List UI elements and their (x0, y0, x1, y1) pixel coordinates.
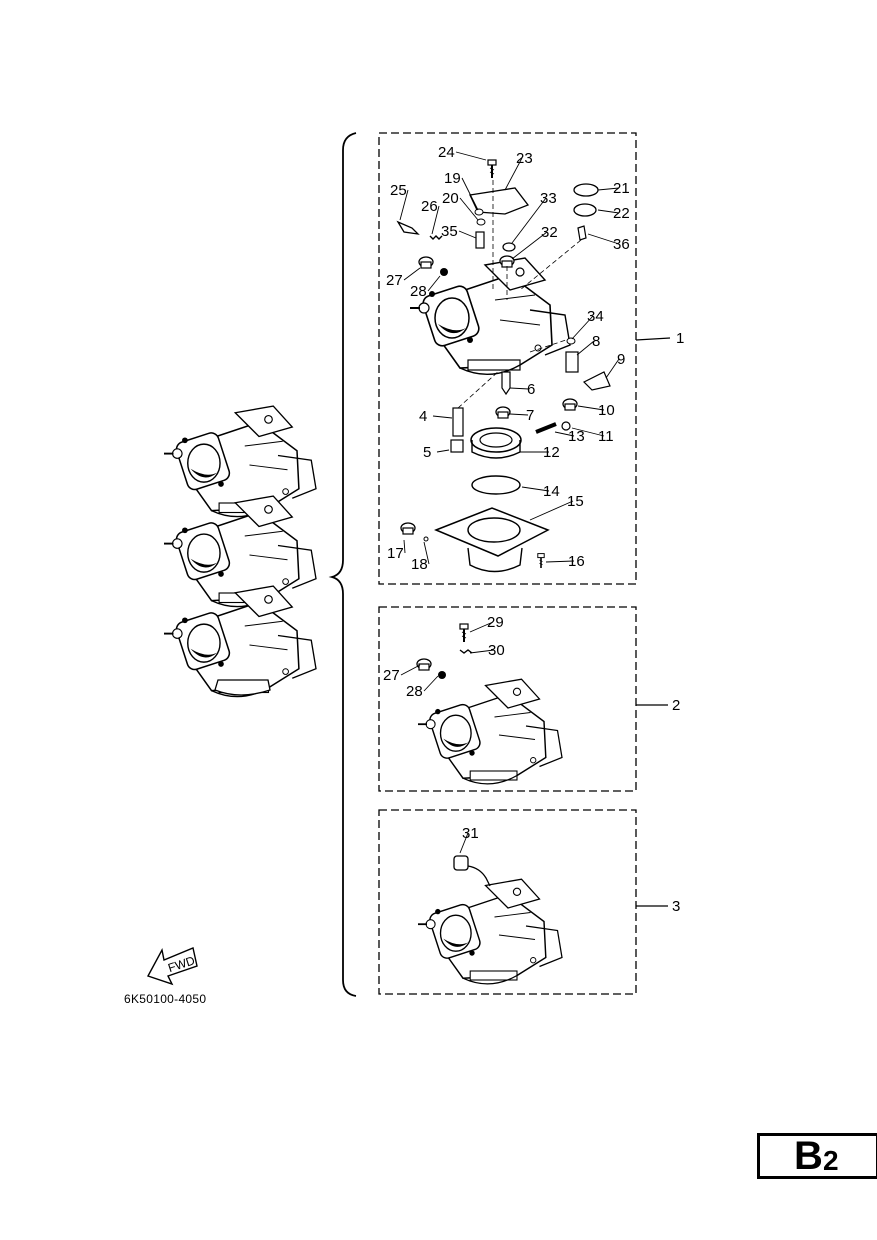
panel-1-callout-4: 4 (419, 408, 427, 425)
panel-1-leader-15 (529, 500, 574, 521)
panel-1-leader-14 (521, 486, 550, 492)
panel-1-leader-33 (511, 197, 547, 244)
panel-1-callout-32: 32 (541, 224, 558, 241)
panel-1-leader-5 (436, 449, 450, 453)
panel-1-frame (378, 132, 637, 585)
carburetor-stack-illustration (163, 405, 317, 698)
panel-1-callout-35: 35 (441, 223, 458, 240)
panel-3-leader-31 (459, 832, 469, 854)
panel-1-leader-26 (431, 205, 440, 235)
panel-2-frame (378, 606, 637, 792)
panel-1-callout-11: 11 (598, 428, 614, 445)
panel-2-callout-30: 30 (488, 642, 505, 659)
panel-1-leader-35 (458, 230, 477, 239)
forward-arrow-icon: FWD (146, 947, 198, 986)
panel-1-callout-9: 9 (617, 351, 625, 368)
panel-1-leader-4 (432, 415, 453, 419)
panel-1-callout-36: 36 (613, 236, 630, 253)
panel-2-callout-29: 29 (487, 614, 504, 631)
panel-2-leader-28 (423, 675, 439, 692)
panel-1-leader-7 (509, 413, 529, 416)
panel-1-callout-7: 7 (526, 407, 534, 424)
page-tag: B 2 (757, 1133, 877, 1179)
panel-1-leader-10 (577, 405, 605, 411)
panel-1-callout-19: 19 (444, 170, 461, 187)
panel-1-leader-36 (587, 233, 620, 245)
panel-1-leader-25 (399, 189, 409, 221)
panel-1-callout-10: 10 (598, 402, 615, 419)
panel-2-leader-29 (469, 621, 494, 633)
group-label-3: 3 (672, 898, 680, 915)
panel-3-illustration (417, 855, 563, 985)
panel-1-callout-14: 14 (543, 483, 560, 500)
panel-1-leader-6 (509, 387, 530, 390)
panel-1-leader-20 (459, 197, 479, 221)
panel-1-leader-17 (403, 539, 406, 554)
panel-1-illustration (396, 159, 611, 573)
panel-1-callout-13: 13 (568, 428, 585, 445)
panel-1-callout-23: 23 (516, 150, 533, 167)
panel-2-leader-30 (469, 649, 495, 654)
panel-1-callout-22: 22 (613, 205, 630, 222)
panel-1-callout-34: 34 (587, 308, 604, 325)
panel-1-leader-18 (423, 541, 430, 565)
page-tag-number: 2 (823, 1145, 839, 1176)
panel-1-callout-5: 5 (423, 444, 431, 461)
panel-1-callout-15: 15 (567, 493, 584, 510)
panel-1-leader-13 (554, 431, 575, 437)
panel-1-leader-34 (571, 315, 594, 340)
panel-2-illustration (416, 623, 563, 785)
panel-1-leader-24 (455, 151, 487, 161)
panel-1-callout-33: 33 (540, 190, 557, 207)
panel-1-leader-23 (504, 157, 523, 191)
panel-1-callout-8: 8 (592, 333, 600, 350)
panel-1-leader-8 (576, 340, 595, 356)
panel-3-frame (378, 809, 637, 995)
panel-1-callout-28: 28 (410, 283, 427, 300)
panel-1-callout-18: 18 (411, 556, 428, 573)
panel-1-leader-27 (403, 267, 421, 281)
panel-1-callout-17: 17 (387, 545, 404, 562)
panel-1-callout-12: 12 (543, 444, 560, 461)
panel-3-callout-31: 31 (462, 825, 479, 842)
panel-1-callout-24: 24 (438, 144, 455, 161)
panel-2-callout-27: 27 (383, 667, 400, 684)
panel-1-leader-28 (427, 275, 441, 292)
panel-1-callout-27: 27 (386, 272, 403, 289)
panel-1-callout-25: 25 (390, 182, 407, 199)
panel-1-leader-32 (511, 231, 548, 260)
panel-1-leader-22 (597, 209, 620, 214)
panel-1-leader-19 (461, 177, 479, 211)
panel-1-callout-20: 20 (442, 190, 459, 207)
panel-1-callout-16: 16 (568, 553, 585, 570)
page-tag-letter: B (794, 1134, 823, 1178)
panel-1-leader-9 (605, 358, 620, 379)
panel-2-callout-28: 28 (406, 683, 423, 700)
panel-1-callout-6: 6 (527, 381, 535, 398)
document-code: 6K50100-4050 (124, 992, 207, 1006)
panel-1-callout-26: 26 (421, 198, 438, 215)
panel-1-leader-16 (545, 560, 575, 563)
group-brace (328, 132, 357, 997)
group-label-1: 1 (676, 330, 684, 347)
panel-1-leader-11 (571, 427, 605, 437)
panel-1-leader-21 (597, 187, 620, 191)
panel-2-leader-27 (400, 664, 421, 676)
group-label-2: 2 (672, 697, 680, 714)
panel-1-callout-21: 21 (613, 180, 630, 197)
